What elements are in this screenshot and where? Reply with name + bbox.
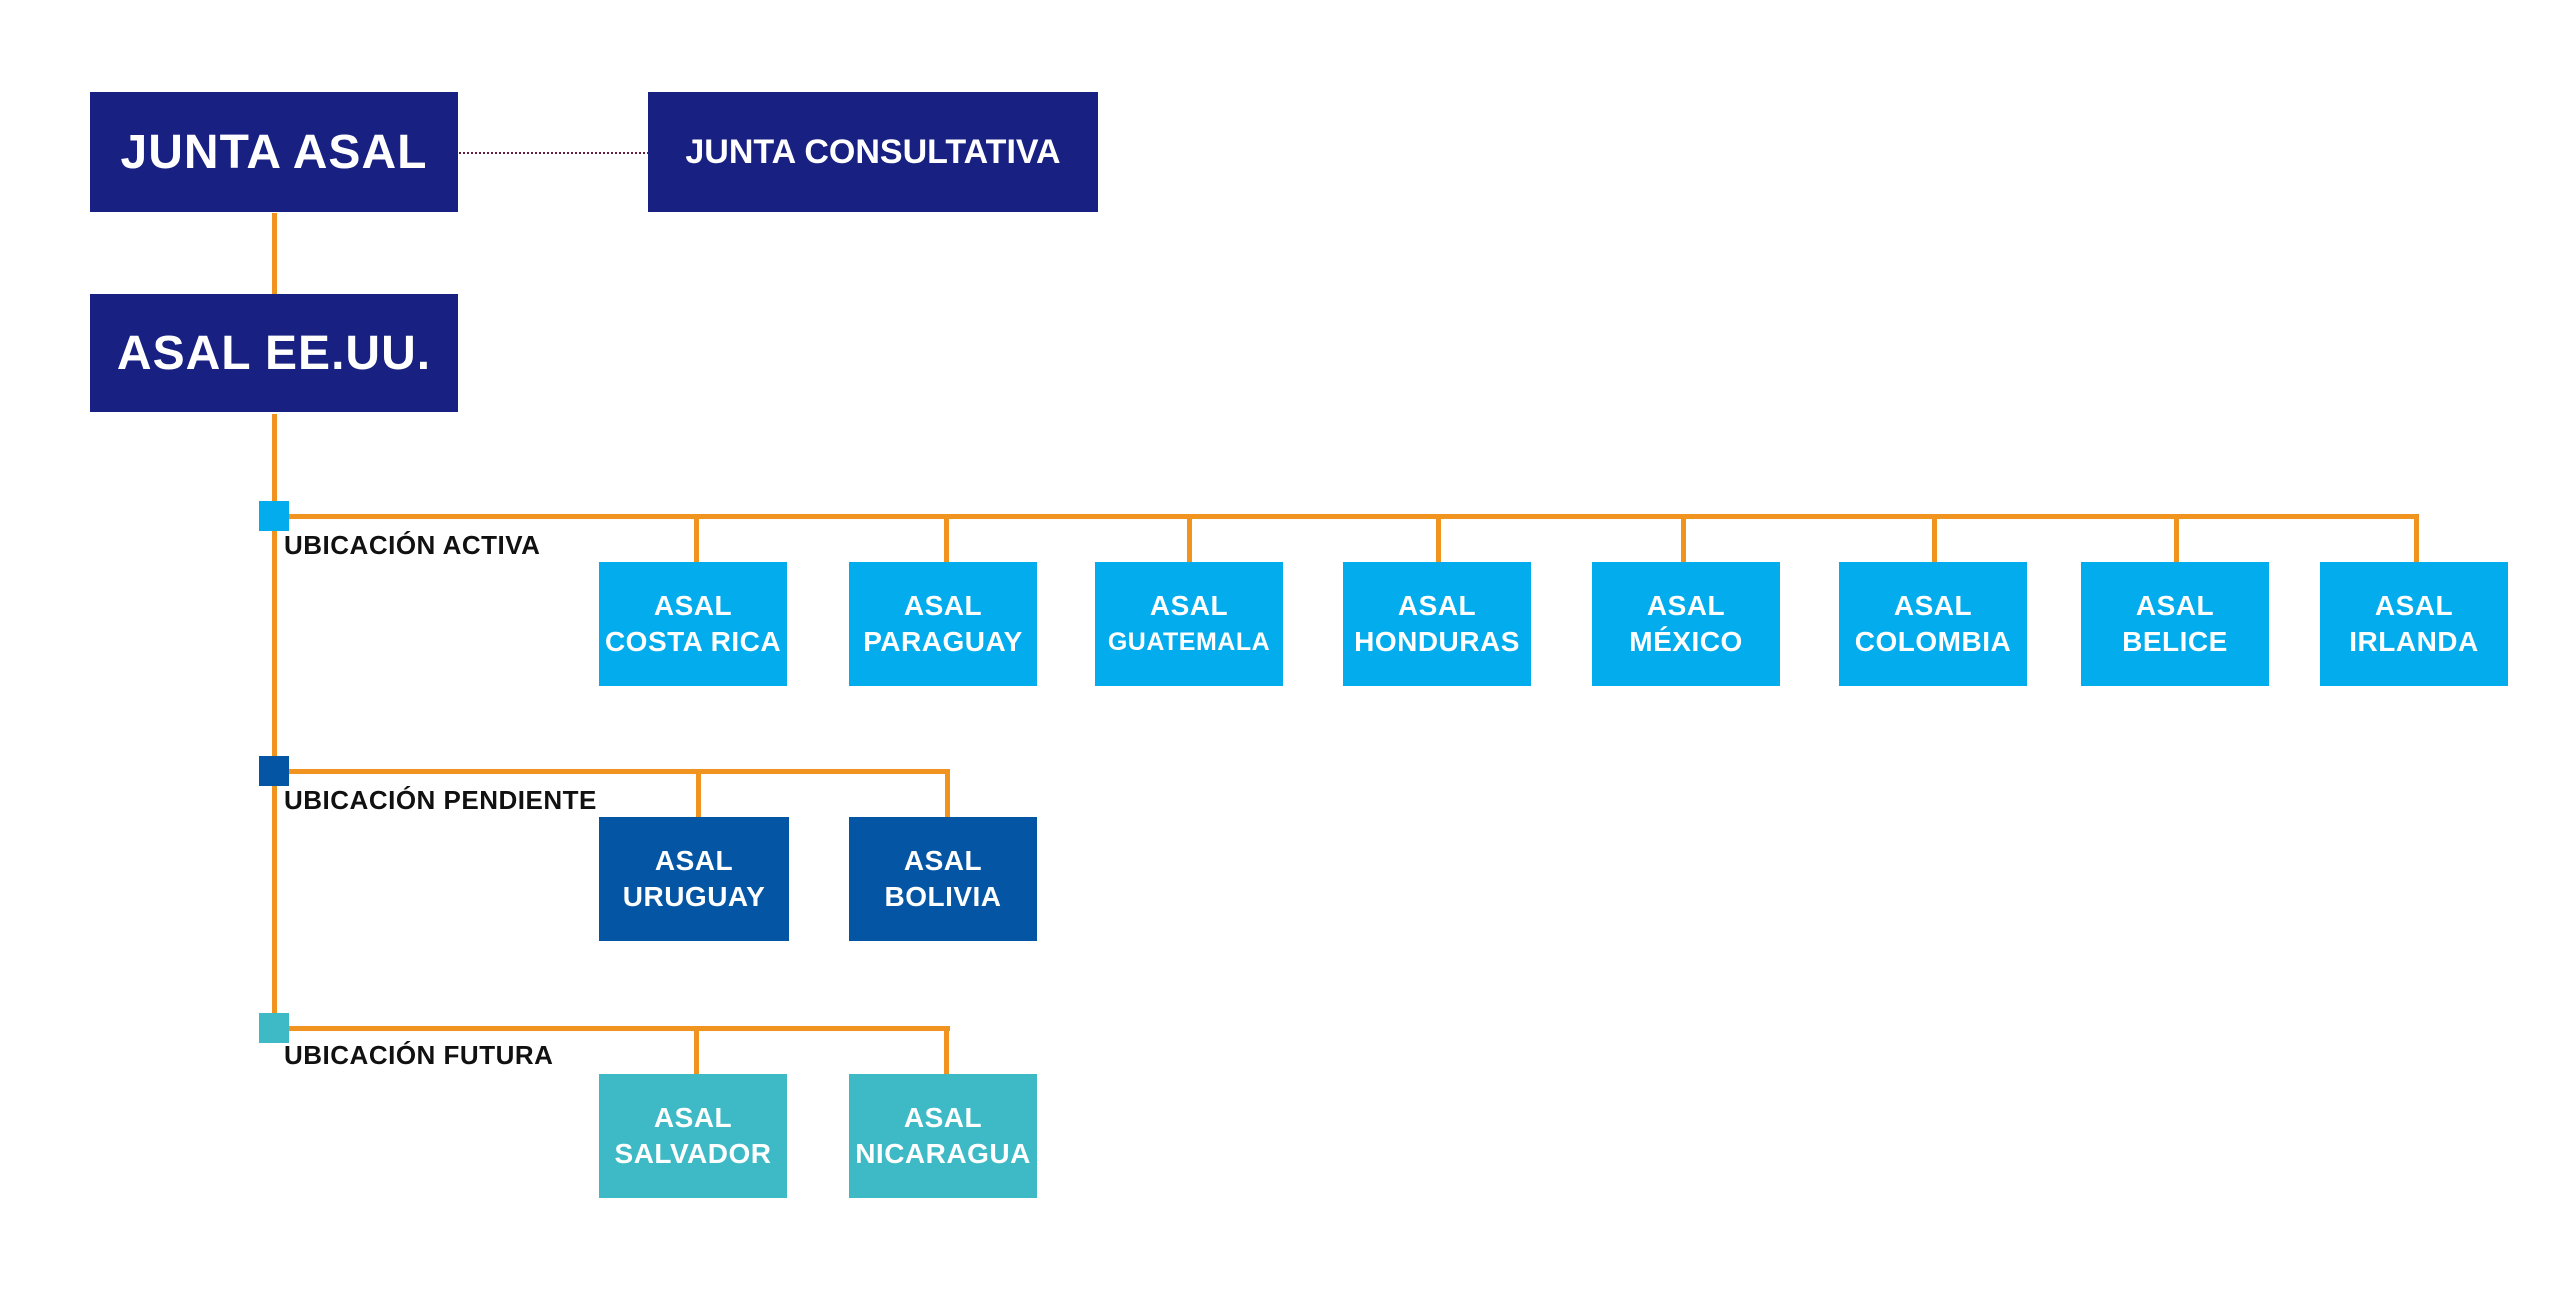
pending-group-label: UBICACIÓN PENDIENTE: [284, 785, 597, 815]
location-box-colombia: ASAL COLOMBIA: [1839, 562, 2027, 686]
location-prefix: ASAL: [2135, 590, 2215, 621]
location-prefix: ASAL: [654, 845, 734, 876]
connector-active-drop: [2414, 516, 2419, 562]
connector-board-advisory: [459, 152, 649, 154]
location-name: GUATEMALA: [1107, 628, 1271, 656]
location-box-irlanda: ASAL IRLANDA: [2320, 562, 2508, 686]
advisory-board-label: JUNTA CONSULTATIVA: [685, 132, 1061, 171]
connector-hq-spine: [272, 414, 277, 1031]
connector-active-drop: [1932, 516, 1937, 562]
location-box-paraguay: ASAL PARAGUAY: [849, 562, 1037, 686]
connector-active-drop: [1187, 516, 1192, 562]
location-name: MÉXICO: [1629, 626, 1743, 657]
connector-active-drop: [1436, 516, 1441, 562]
location-name: BELICE: [2122, 626, 2228, 657]
location-name: HONDURAS: [1354, 626, 1520, 657]
future-marker: [259, 1013, 289, 1043]
hq-box: ASAL EE.UU.: [90, 294, 458, 412]
location-name: PARAGUAY: [863, 626, 1023, 657]
board-label: JUNTA ASAL: [120, 125, 428, 179]
board-box: JUNTA ASAL: [90, 92, 458, 212]
location-box-mexico: ASAL MÉXICO: [1592, 562, 1780, 686]
connector-active-drop: [2174, 516, 2179, 562]
connector-board-hq: [272, 213, 277, 295]
location-prefix: ASAL: [1397, 590, 1477, 621]
location-name: URUGUAY: [622, 881, 766, 912]
connector-future-horizontal: [277, 1026, 950, 1031]
connector-pending-drop: [945, 771, 950, 817]
location-prefix: ASAL: [653, 590, 733, 621]
connector-active-drop: [694, 516, 699, 562]
location-box-salvador: ASAL SALVADOR: [599, 1074, 787, 1198]
location-box-guatemala: ASAL GUATEMALA: [1095, 562, 1283, 686]
future-group-label: UBICACIÓN FUTURA: [284, 1040, 554, 1070]
location-prefix: ASAL: [1893, 590, 1973, 621]
location-prefix: ASAL: [903, 590, 983, 621]
active-marker: [259, 501, 289, 531]
location-name: SALVADOR: [614, 1138, 772, 1169]
location-box-honduras: ASAL HONDURAS: [1343, 562, 1531, 686]
location-box-costa-rica: ASAL COSTA RICA: [599, 562, 787, 686]
connector-active-drop: [944, 516, 949, 562]
location-prefix: ASAL: [903, 845, 983, 876]
location-name: NICARAGUA: [855, 1138, 1031, 1169]
location-prefix: ASAL: [903, 1102, 983, 1133]
location-prefix: ASAL: [1646, 590, 1726, 621]
location-name: IRLANDA: [2349, 626, 2479, 657]
connector-active-drop: [1681, 516, 1686, 562]
connector-future-drop: [944, 1028, 949, 1074]
active-group-label: UBICACIÓN ACTIVA: [284, 530, 541, 560]
location-box-bolivia: ASAL BOLIVIA: [849, 817, 1037, 941]
location-name: BOLIVIA: [884, 881, 1002, 912]
location-prefix: ASAL: [653, 1102, 733, 1133]
connector-pending-horizontal: [277, 769, 950, 774]
advisory-board-box: JUNTA CONSULTATIVA: [648, 92, 1098, 212]
connector-future-drop: [694, 1028, 699, 1074]
location-name: COSTA RICA: [604, 626, 782, 657]
connector-active-horizontal: [277, 514, 2419, 519]
location-box-uruguay: ASAL URUGUAY: [599, 817, 789, 941]
location-box-nicaragua: ASAL NICARAGUA: [849, 1074, 1037, 1198]
location-name: COLOMBIA: [1854, 626, 2012, 657]
location-prefix: ASAL: [2374, 590, 2454, 621]
connector-pending-drop: [696, 771, 701, 817]
location-box-belice: ASAL BELICE: [2081, 562, 2269, 686]
hq-label: ASAL EE.UU.: [116, 326, 432, 380]
pending-marker: [259, 756, 289, 786]
location-prefix: ASAL: [1149, 590, 1229, 621]
